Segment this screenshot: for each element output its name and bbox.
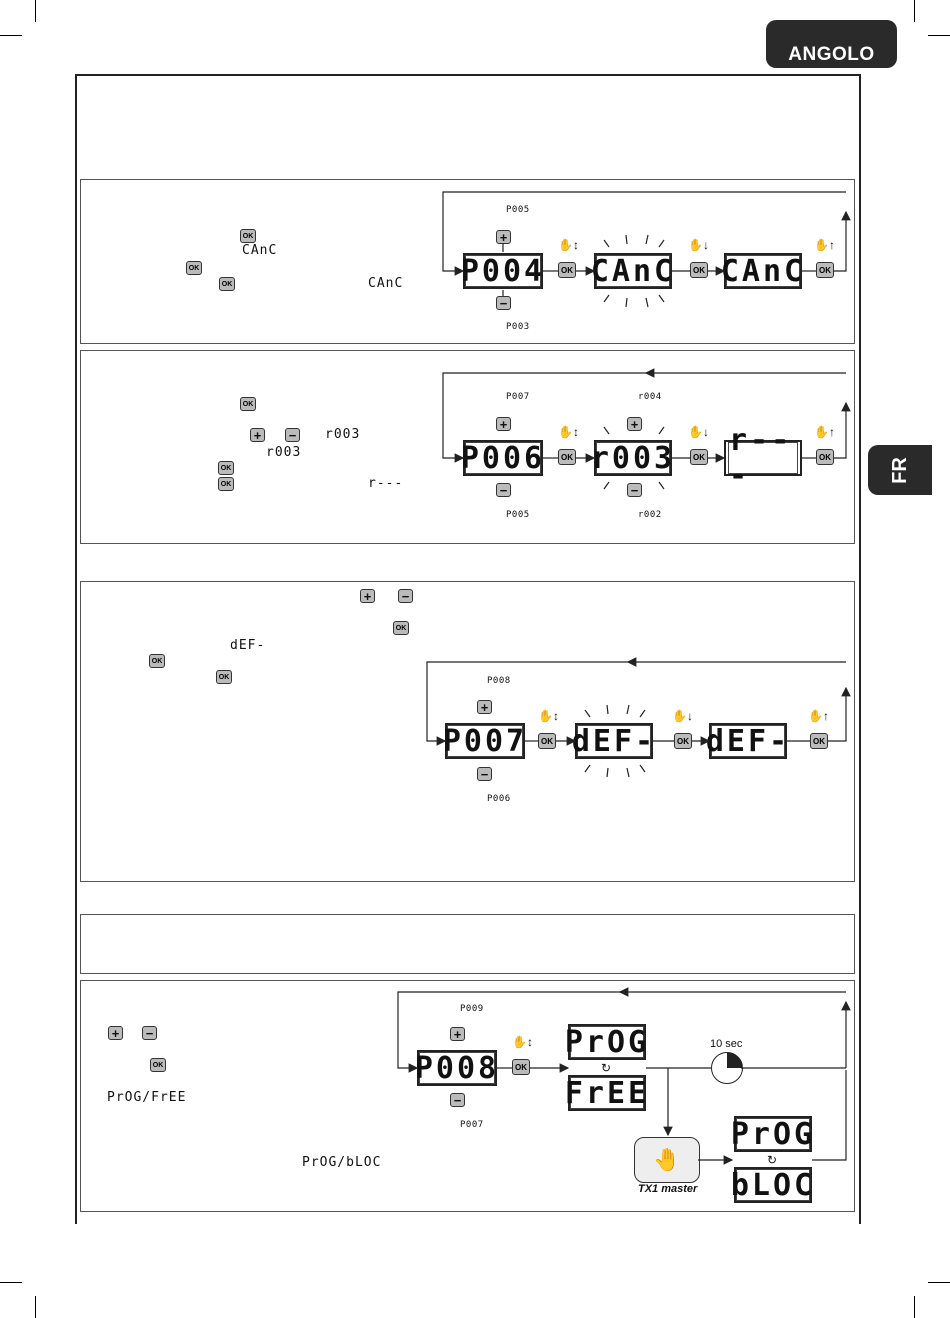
press-hold-icon: ✋↕: [558, 425, 579, 439]
minus-button-icon: −: [285, 428, 300, 442]
press-hold-icon: ✋↕: [512, 1035, 533, 1049]
minus-button-icon: −: [496, 483, 511, 497]
crop-mark: [35, 1296, 36, 1318]
press-release-icon: ✋↓: [688, 238, 709, 252]
section-cancel: [80, 179, 855, 344]
crop-mark: [0, 1282, 22, 1283]
plus-button-icon: +: [108, 1026, 123, 1040]
plus-button-icon: +: [360, 589, 375, 603]
cycle-icon: ↻: [601, 1061, 612, 1075]
inline-display-text: r---: [368, 476, 404, 491]
plus-button-icon: +: [450, 1027, 465, 1041]
ok-button-icon: OK: [538, 733, 556, 749]
ok-button-icon: OK: [690, 262, 708, 278]
lcd-display-blinking: r003: [590, 440, 676, 476]
minus-button-icon: −: [496, 296, 511, 310]
section-default: [80, 581, 855, 882]
inline-display-text: PrOG/FrEE: [107, 1090, 187, 1105]
ok-button-icon: OK: [186, 261, 202, 275]
section-note: [80, 914, 855, 974]
param-label-up: P007: [506, 392, 530, 402]
remote-control-icon: 🤚: [634, 1137, 700, 1183]
plus-button-icon: +: [496, 417, 511, 431]
param-label-up: P008: [487, 676, 511, 686]
inline-display-text: r003: [325, 427, 361, 442]
lcd-display: P004: [460, 253, 546, 289]
crop-mark: [914, 1296, 915, 1318]
ok-button-icon: OK: [218, 477, 234, 491]
ok-button-icon: OK: [816, 449, 834, 465]
ok-button-icon: OK: [512, 1059, 530, 1075]
value-label-down: r002: [638, 510, 662, 520]
plus-button-icon: +: [477, 700, 492, 714]
section-programming: [80, 980, 855, 1212]
lcd-display: P006: [460, 440, 546, 476]
ok-button-icon: OK: [558, 262, 576, 278]
ok-button-icon: OK: [558, 449, 576, 465]
ok-button-icon: OK: [240, 229, 256, 243]
crop-mark: [928, 35, 950, 36]
lcd-display-blinking: CAnC: [590, 253, 676, 289]
minus-button-icon: −: [627, 483, 642, 497]
param-label-up: P009: [460, 1004, 484, 1014]
brand-tab: ANGOLO: [766, 20, 897, 68]
minus-button-icon: −: [450, 1093, 465, 1107]
minus-button-icon: −: [398, 589, 413, 603]
lcd-display: FrEE: [564, 1075, 650, 1111]
remote-label: TX1 master: [638, 1183, 698, 1195]
press-hold-icon: ✋↕: [558, 238, 579, 252]
param-label-down: P007: [460, 1120, 484, 1130]
inline-display-text: CAnC: [368, 276, 404, 291]
press-release-icon: ✋↓: [688, 425, 709, 439]
ok-button-icon: OK: [816, 262, 834, 278]
lcd-display: PrOG: [730, 1116, 816, 1152]
inline-display-text: r003: [266, 445, 302, 460]
page-frame: [75, 74, 861, 1224]
lcd-display: PrOG: [564, 1024, 650, 1060]
press-hold-icon: ✋↕: [538, 709, 559, 723]
ok-button-icon: OK: [674, 733, 692, 749]
ok-button-icon: OK: [690, 449, 708, 465]
ok-button-icon: OK: [216, 670, 232, 684]
cycle-icon: ↻: [767, 1153, 778, 1167]
language-tab: FR: [868, 445, 932, 495]
inline-display-text: dEF-: [230, 638, 266, 653]
plus-button-icon: +: [496, 230, 511, 244]
brand-text: ANGOLO: [788, 44, 875, 65]
ok-button-icon: OK: [219, 277, 235, 291]
section-reset: [80, 350, 855, 544]
crop-mark: [928, 1282, 950, 1283]
press-up-icon: ✋↑: [814, 238, 835, 252]
ok-button-icon: OK: [150, 1058, 166, 1072]
press-up-icon: ✋↑: [808, 709, 829, 723]
param-label-down: P005: [506, 510, 530, 520]
lcd-display: bLOC: [730, 1167, 816, 1203]
ok-button-icon: OK: [393, 621, 409, 635]
ok-button-icon: OK: [149, 654, 165, 668]
lcd-display: P008: [414, 1050, 500, 1086]
ok-button-icon: OK: [240, 397, 256, 411]
param-label-up: P005: [506, 205, 530, 215]
inline-display-text: PrOG/bLOC: [302, 1155, 382, 1170]
param-label-down: P003: [506, 322, 530, 332]
timer-label: 10 sec: [710, 1038, 743, 1050]
crop-mark: [914, 0, 915, 22]
crop-mark: [35, 0, 36, 22]
value-label-up: r004: [638, 392, 662, 402]
press-release-icon: ✋↓: [672, 709, 693, 723]
minus-button-icon: −: [142, 1026, 157, 1040]
press-up-icon: ✋↑: [814, 425, 835, 439]
plus-button-icon: +: [627, 417, 642, 431]
ok-button-icon: OK: [218, 461, 234, 475]
inline-display-text: CAnC: [242, 243, 278, 258]
minus-button-icon: −: [477, 767, 492, 781]
plus-button-icon: +: [250, 428, 265, 442]
param-label-down: P006: [487, 794, 511, 804]
ok-button-icon: OK: [810, 733, 828, 749]
crop-mark: [0, 35, 22, 36]
